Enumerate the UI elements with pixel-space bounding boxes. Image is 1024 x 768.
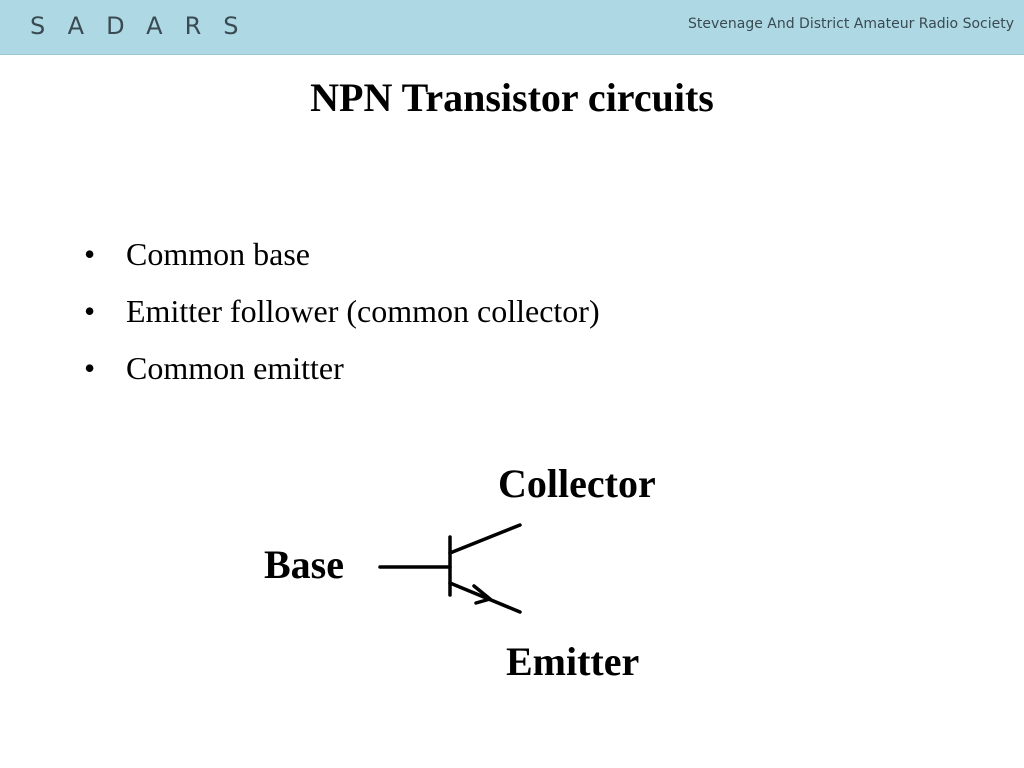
emitter-arrow-icon [472,584,492,605]
header-banner: SADARS Stevenage And District Amateur Ra… [0,0,1024,55]
list-item: • Common emitter [84,346,600,403]
base-label: Base [264,542,344,587]
society-name: Stevenage And District Amateur Radio Soc… [687,16,1014,32]
bullet-icon: • [84,350,96,386]
collector-label: Collector [498,461,656,506]
sadars-logo: SADARS [30,12,261,40]
bullet-text: Common base [126,236,310,272]
bullet-icon: • [84,236,96,272]
emitter-lead [448,581,522,614]
emitter-label: Emitter [506,639,640,684]
collector-lead [448,523,522,555]
list-item: • Emitter follower (common collector) [84,289,600,346]
npn-transistor-symbol [378,523,522,614]
list-item: • Common base [84,232,600,289]
bullet-text: Emitter follower (common collector) [126,293,600,329]
slide-title: NPN Transistor circuits [310,75,714,120]
bullet-icon: • [84,293,96,329]
bullet-list: • Common base • Emitter follower (common… [84,232,600,403]
bullet-text: Common emitter [126,350,344,386]
